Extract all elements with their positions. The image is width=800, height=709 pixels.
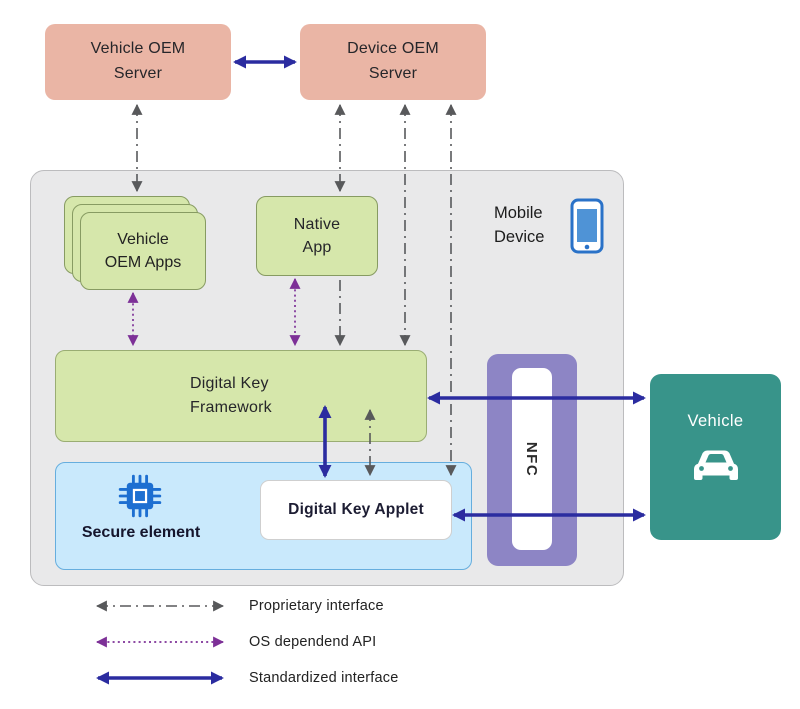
legend-item-standardized: Standardized interface xyxy=(85,670,705,686)
vehicle-node: Vehicle xyxy=(650,374,781,540)
digital-key-applet-label: Digital Key Applet xyxy=(288,501,424,518)
smartphone-icon xyxy=(570,198,604,254)
legend: Proprietary interface OS dependend API S… xyxy=(85,598,705,686)
solid-arrow-sample xyxy=(96,671,224,685)
legend-item-proprietary: Proprietary interface xyxy=(85,598,705,614)
car-icon xyxy=(686,441,746,490)
mobile-device-label: Mobile Device xyxy=(494,204,545,246)
vehicle-oem-server-node: Vehicle OEM Server xyxy=(45,24,231,100)
vehicle-oem-apps-node: Vehicle OEM Apps xyxy=(80,212,206,290)
device-oem-server-node: Device OEM Server xyxy=(300,24,486,100)
nfc-label: NFC xyxy=(523,441,541,477)
digital-key-framework-node: Digital Key Framework xyxy=(55,350,427,442)
vehicle-oem-server-label: Vehicle OEM Server xyxy=(90,40,186,82)
legend-label-standardized: Standardized interface xyxy=(249,670,399,686)
secure-element-label: Secure element xyxy=(81,524,201,541)
device-oem-server-label: Device OEM Server xyxy=(347,40,439,82)
native-app-label: Native App xyxy=(293,215,341,256)
digital-key-applet-node: Digital Key Applet xyxy=(260,480,452,540)
vehicle-oem-apps-label: Vehicle OEM Apps xyxy=(104,230,182,271)
nfc-inner-panel: NFC xyxy=(512,368,552,550)
native-app-node: Native App xyxy=(256,196,378,276)
secure-element-chip-icon xyxy=(118,474,162,518)
legend-item-os-api: OS dependend API xyxy=(85,634,705,650)
legend-label-os-api: OS dependend API xyxy=(249,634,377,650)
dotted-arrow-sample xyxy=(95,636,225,648)
legend-label-proprietary: Proprietary interface xyxy=(249,598,384,614)
digital-key-framework-label: Digital Key Framework xyxy=(190,375,272,416)
vehicle-label: Vehicle xyxy=(687,412,744,430)
dash-dot-arrow-sample xyxy=(95,600,225,612)
